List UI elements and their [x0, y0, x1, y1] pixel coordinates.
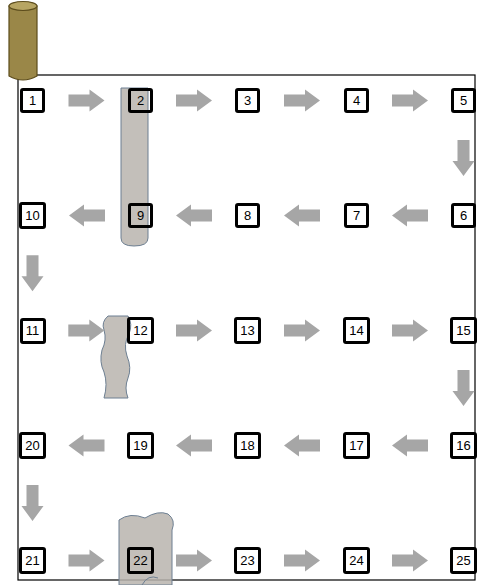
step-box: 2 [128, 88, 153, 113]
step-box: 11 [20, 318, 46, 344]
step-number: 24 [349, 554, 363, 567]
step-number: 6 [460, 209, 467, 222]
strip-curl [142, 577, 158, 585]
step-number: 13 [240, 324, 254, 337]
step-number: 5 [460, 94, 467, 107]
flow-arrow [69, 435, 105, 457]
step-box: 22 [127, 547, 154, 574]
step-box: 12 [127, 317, 154, 344]
step-number: 9 [137, 209, 144, 222]
flow-arrow [22, 255, 44, 291]
step-box: 21 [19, 547, 46, 574]
step-number: 22 [133, 554, 147, 567]
flow-arrow [69, 205, 105, 227]
step-number: 2 [137, 94, 144, 107]
step-box: 7 [344, 203, 369, 228]
cylinder-body [9, 6, 37, 80]
strip-band [119, 513, 173, 585]
outer-frame [18, 75, 475, 580]
flow-arrow [392, 320, 428, 342]
step-number: 12 [133, 324, 147, 337]
step-box: 15 [450, 317, 477, 344]
step-number: 18 [240, 439, 254, 452]
flow-arrow [392, 550, 428, 572]
flow-arrow [69, 90, 105, 112]
flow-arrow [284, 205, 320, 227]
step-box: 25 [450, 547, 477, 574]
flow-arrow [176, 550, 212, 572]
step-number: 1 [29, 94, 36, 107]
step-box: 19 [127, 432, 154, 459]
step-number: 8 [244, 209, 251, 222]
step-box: 6 [451, 203, 476, 228]
step-number: 21 [25, 554, 39, 567]
flow-arrow [69, 550, 105, 572]
flow-arrow [176, 205, 212, 227]
step-box: 24 [343, 547, 370, 574]
step-box: 9 [128, 203, 153, 228]
flow-arrow [453, 370, 475, 406]
step-box: 16 [450, 432, 477, 459]
step-box: 3 [235, 88, 260, 113]
flow-arrow [284, 550, 320, 572]
flow-arrow [453, 140, 475, 176]
step-box: 5 [451, 88, 476, 113]
step-number: 17 [349, 439, 363, 452]
step-number: 10 [25, 209, 39, 222]
step-box: 17 [343, 432, 370, 459]
step-box: 20 [19, 432, 46, 459]
flow-arrow [176, 90, 212, 112]
step-box: 13 [234, 317, 261, 344]
step-number: 3 [244, 94, 251, 107]
step-box: 18 [234, 432, 261, 459]
step-number: 19 [133, 439, 147, 452]
step-number: 15 [456, 324, 470, 337]
step-number: 20 [25, 439, 39, 452]
step-box: 10 [19, 202, 46, 229]
step-number: 14 [349, 324, 363, 337]
flow-arrow [68, 320, 104, 342]
flow-arrow [176, 320, 212, 342]
flow-arrow [392, 435, 428, 457]
flow-arrow [392, 205, 428, 227]
flow-arrow [284, 320, 320, 342]
step-number: 4 [353, 94, 360, 107]
step-number: 16 [456, 439, 470, 452]
step-number: 25 [456, 554, 470, 567]
flow-arrow [284, 435, 320, 457]
step-box: 4 [344, 88, 369, 113]
flow-arrow [22, 485, 44, 521]
step-box: 1 [20, 88, 45, 113]
flow-arrow [284, 90, 320, 112]
flow-arrow [176, 435, 212, 457]
cylinder-top [9, 2, 37, 11]
step-box: 8 [235, 203, 260, 228]
flow-arrow [392, 90, 428, 112]
step-number: 11 [26, 324, 40, 337]
step-box: 23 [234, 547, 261, 574]
step-box: 14 [343, 317, 370, 344]
step-number: 7 [353, 209, 360, 222]
step-number: 23 [240, 554, 254, 567]
